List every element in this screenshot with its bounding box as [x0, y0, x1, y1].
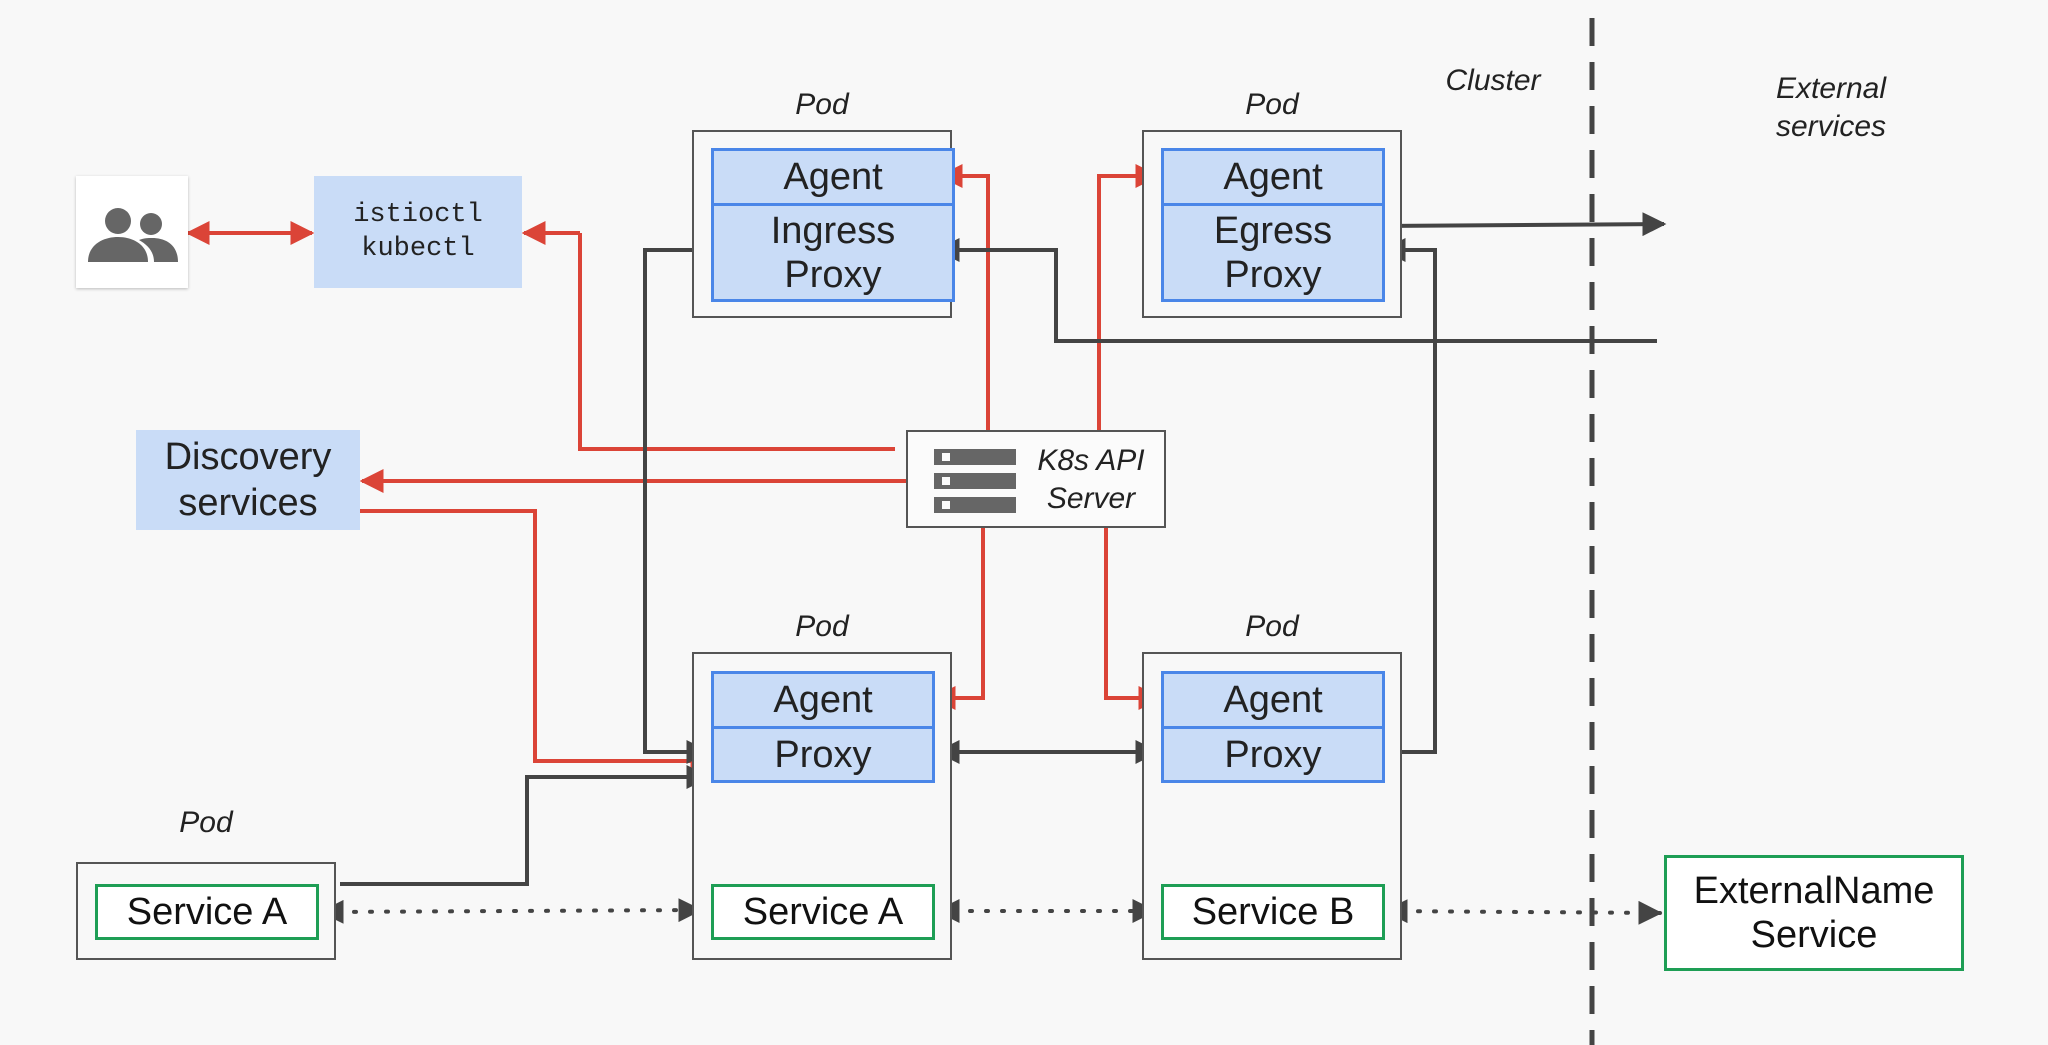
plain-service-a-container: Service A	[95, 884, 319, 940]
users-card	[76, 176, 188, 288]
egress-proxy: Egress Proxy	[1213, 209, 1333, 296]
external-services-label: External services	[1775, 72, 1887, 143]
plain-service-to-proxy-a-connector	[340, 765, 711, 886]
ingress-pod-label: Pod	[795, 88, 849, 121]
egress-agent: Agent	[1164, 151, 1382, 206]
service-b-to-external-name-link	[1383, 899, 1663, 925]
service-a-agent: Agent	[714, 674, 932, 729]
server-icon	[934, 449, 1016, 513]
service-b-container: Service B	[1161, 884, 1385, 940]
k8s-tools-connector	[524, 233, 895, 451]
ingress-proxy-stack: Agent Ingress Proxy	[711, 148, 955, 302]
cli-tools-box: istioctl kubectl	[314, 176, 522, 288]
service-b-pod: Agent Proxy Service B	[1142, 652, 1402, 960]
ingress-agent: Agent	[714, 151, 952, 206]
service-b-proxy: Proxy	[1224, 733, 1322, 776]
service-a-pod: Agent Proxy Service A	[692, 652, 952, 960]
plain-service-a-pod: Service A	[76, 862, 336, 960]
k8s-ingress-agent-connector	[938, 164, 990, 436]
service-b-proxy-stack: Agent Proxy	[1161, 671, 1385, 783]
ingress-pod: Agent Ingress Proxy	[692, 130, 955, 318]
service-a-proxy-stack: Agent Proxy	[711, 671, 935, 783]
egress-pod: Agent Egress Proxy	[1142, 130, 1402, 318]
external-name-service: ExternalName Service	[1664, 855, 1964, 971]
proxy-b-to-egress-connector	[1381, 238, 1437, 754]
ingress-proxy: Ingress Proxy	[770, 209, 896, 296]
egress-to-external-connector	[1380, 212, 1667, 237]
service-a-container: Service A	[711, 884, 935, 940]
cluster-label: Cluster	[1445, 64, 1541, 97]
egress-proxy-stack: Agent Egress Proxy	[1161, 148, 1385, 302]
service-a-proxy: Proxy	[774, 733, 872, 776]
ingress-to-proxy-a-connector	[643, 248, 711, 764]
k8s-api-server-label: K8s API Server	[1037, 444, 1145, 515]
k8s-api-server-box: K8s API Server	[906, 430, 1166, 528]
service-b-pod-label: Pod	[1245, 610, 1299, 643]
service-a-plain-to-mesh-link	[319, 898, 703, 924]
service-b-agent: Agent	[1164, 674, 1382, 729]
service-a-pod-label: Pod	[795, 610, 849, 643]
people-icon	[88, 208, 178, 262]
discovery-proxy-connector	[358, 509, 715, 773]
external-to-ingress-connector	[935, 238, 1657, 343]
egress-pod-label: Pod	[1245, 88, 1299, 121]
k8s-egress-agent-connector	[1097, 164, 1160, 432]
plain-service-a-pod-label: Pod	[179, 806, 233, 839]
discovery-services-box: Discovery services	[136, 430, 360, 530]
